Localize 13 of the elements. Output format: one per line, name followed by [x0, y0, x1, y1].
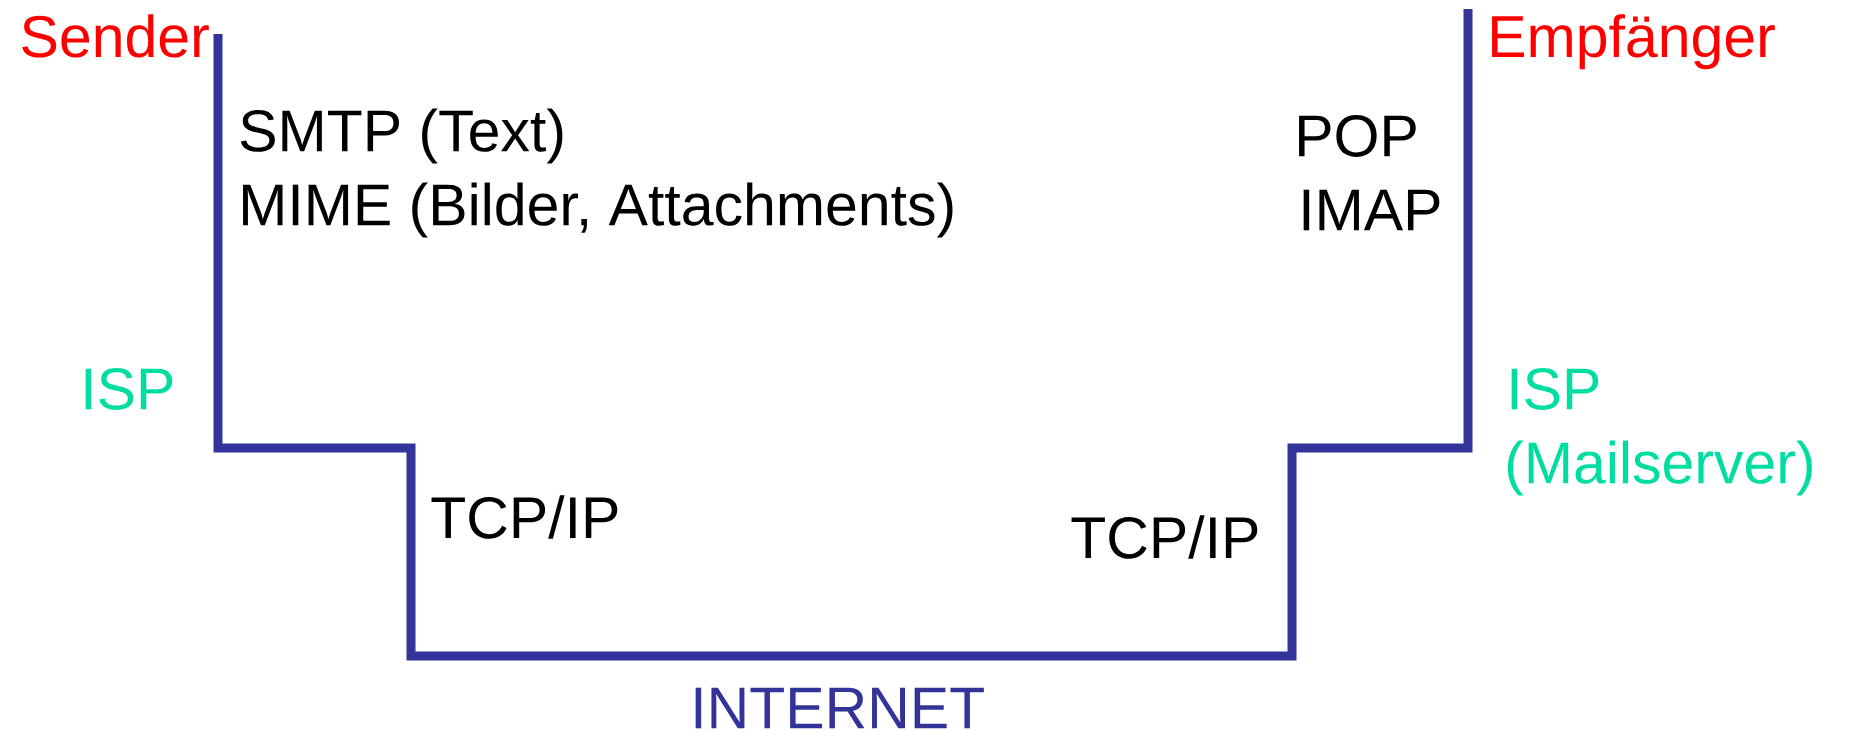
protocol-label: ISP	[1511, 368, 1599, 410]
endpoint-label: Sender	[22, 14, 209, 58]
connection-line	[213, 9, 1473, 661]
protocol-label: (Mailserver)	[1507, 440, 1812, 496]
protocol-label: INTERNET	[695, 687, 984, 729]
protocol-label: TCP/IP	[431, 495, 618, 539]
protocol-label: MIME (Bilder, Attachments)	[243, 182, 953, 238]
protocol-label: POP	[1299, 115, 1416, 157]
protocol-label: ISP	[85, 368, 173, 410]
protocol-label: TCP/IP	[1071, 515, 1258, 559]
endpoint-label: Empfänger	[1492, 14, 1775, 70]
protocol-label: IMAP	[1303, 189, 1440, 231]
protocol-label: SMTP (Text)	[240, 108, 563, 164]
